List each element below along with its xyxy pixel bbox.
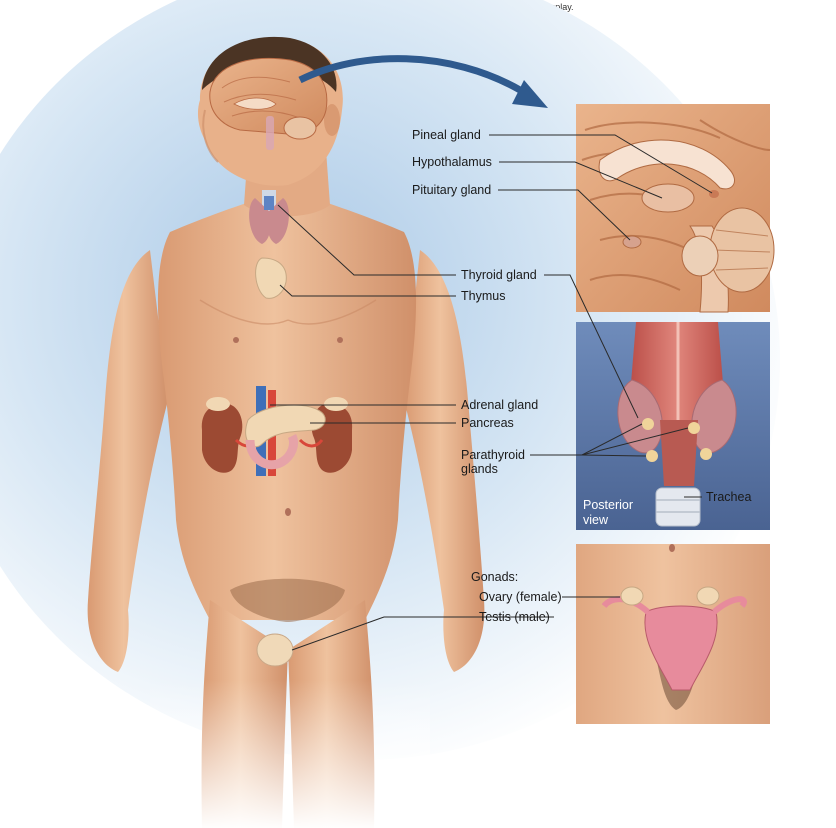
label-parathyroid: Parathyroid	[461, 448, 525, 462]
female-panel	[576, 544, 770, 724]
testis	[256, 633, 294, 667]
parathyroid-gland-1	[642, 418, 654, 430]
parathyroid-gland-2	[688, 422, 700, 434]
label-gonads: Gonads:	[471, 570, 519, 584]
label-view: view	[583, 513, 609, 527]
ovary-left	[620, 586, 644, 606]
abdomen-organs	[201, 386, 353, 476]
label-parathyroid-glands: glands	[461, 462, 498, 476]
parathyroid-gland-4	[700, 448, 712, 460]
label-pituitary-gland: Pituitary gland	[412, 183, 492, 197]
ovary-right	[696, 586, 720, 606]
label-adrenal-gland: Adrenal gland	[461, 398, 539, 412]
thymus	[255, 257, 287, 299]
label-hypothalamus: Hypothalamus	[412, 155, 492, 169]
trachea	[655, 487, 701, 527]
leader-lines	[270, 134, 713, 651]
label-thymus: Thymus	[461, 289, 506, 303]
label-pancreas: Pancreas	[461, 416, 514, 430]
arrow-head	[512, 80, 548, 108]
label-posterior: Posterior	[583, 498, 634, 512]
label-pineal-gland: Pineal gland	[412, 128, 481, 142]
zoom-arrow	[298, 55, 522, 94]
label-ovary: Ovary (female)	[479, 590, 562, 604]
label-trachea: Trachea	[706, 490, 752, 504]
parathyroid-gland-3	[646, 450, 658, 462]
brain-panel	[576, 104, 775, 313]
brain-in-head	[209, 57, 328, 150]
label-testis: Testis (male)	[479, 610, 550, 624]
uterus	[644, 605, 718, 691]
label-thyroid-gland: Thyroid gland	[461, 268, 537, 282]
